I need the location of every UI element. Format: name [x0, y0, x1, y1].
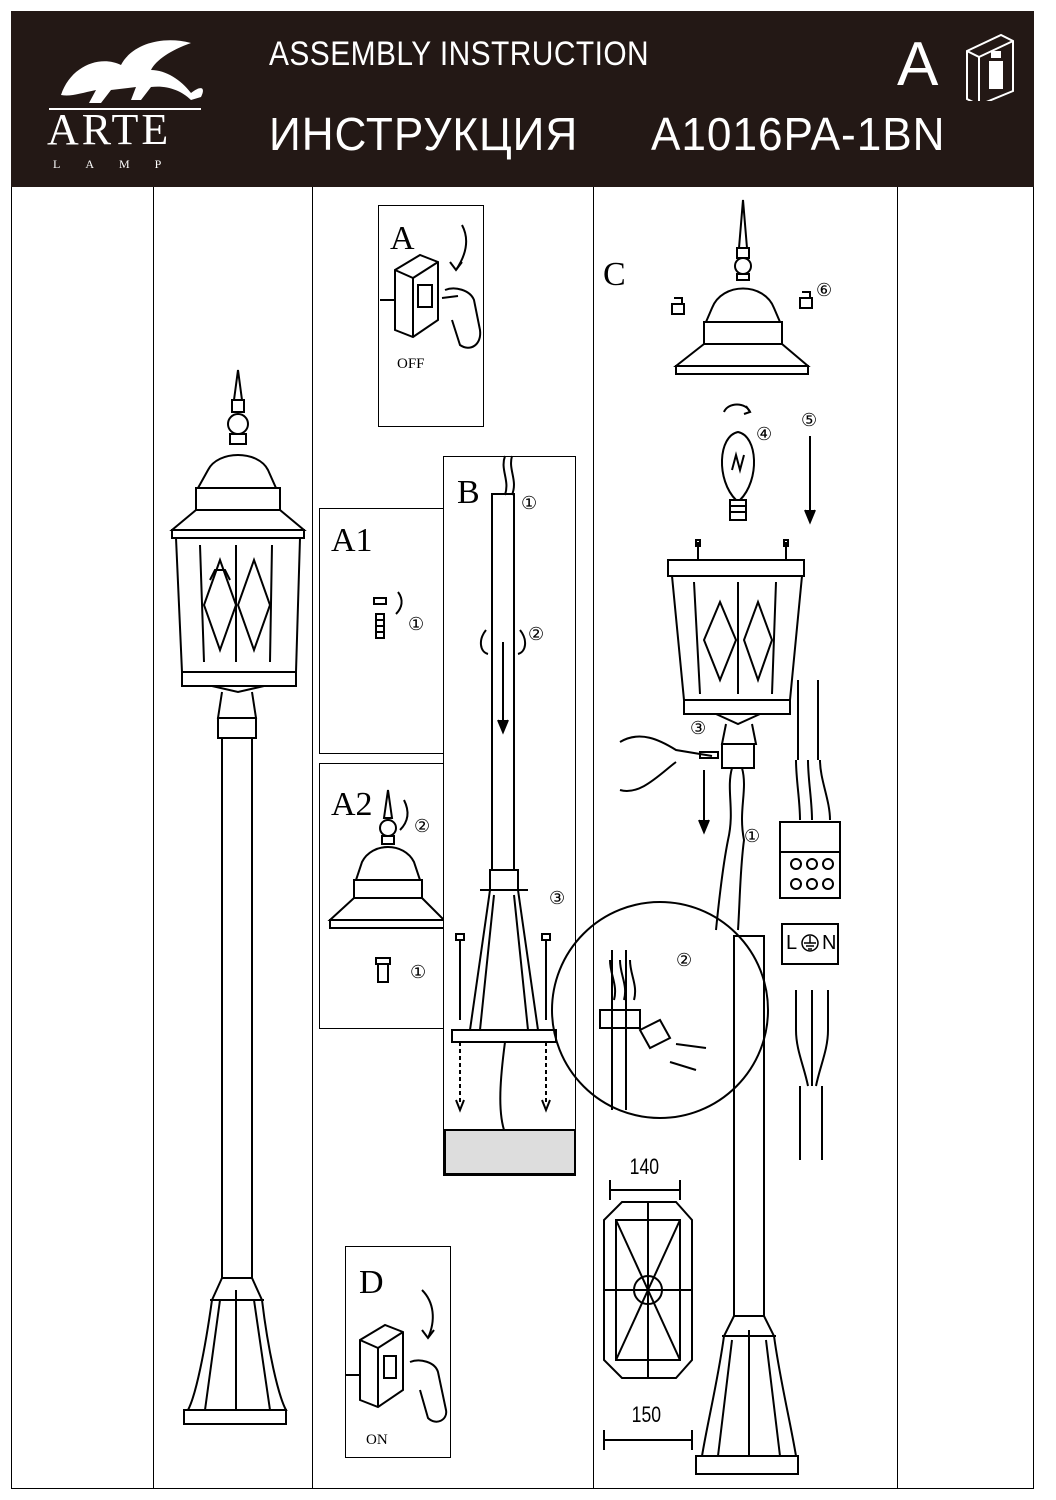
dimension-top: 140 — [629, 1154, 660, 1179]
step-c-part-2: ② — [676, 950, 693, 970]
section-letter: A — [897, 30, 939, 99]
step-d-label: D — [359, 1264, 384, 1301]
step-b-panel — [443, 456, 576, 1176]
model-number: A1016PA-1BN — [651, 108, 946, 160]
step-a2-part-1: ① — [410, 962, 427, 982]
column-divider — [593, 187, 594, 1489]
step-b-label: B — [457, 474, 480, 511]
terminal-l-label: L — [786, 932, 798, 954]
griffin-logo-icon — [49, 40, 203, 110]
step-c-part-3: ③ — [690, 718, 707, 738]
step-c-part-6: ⑥ — [816, 280, 833, 300]
brand-name: ARTE — [47, 105, 172, 154]
step-a1-label: A1 — [331, 522, 373, 559]
page-frame — [11, 187, 1034, 1489]
step-d-caption: ON — [366, 1432, 388, 1448]
dimension-bottom: 150 — [631, 1402, 662, 1427]
step-c-part-5: ⑤ — [801, 410, 818, 430]
title-russian: ИНСТРУКЦИЯ — [269, 108, 579, 160]
step-b-part-1: ① — [521, 493, 538, 513]
step-c-label: C — [603, 256, 626, 293]
step-d-panel — [345, 1246, 451, 1458]
step-b-part-2: ② — [528, 624, 545, 644]
step-c-part-4: ④ — [756, 424, 773, 444]
brand-sub: LAMP — [53, 157, 187, 171]
title-english: ASSEMBLY INSTRUCTION — [269, 35, 650, 73]
column-divider — [897, 187, 898, 1489]
step-a2-part-2: ② — [414, 816, 431, 836]
step-a2-label: A2 — [331, 786, 373, 823]
header-bar: ARTE LAMP ASSEMBLY INSTRUCTION ИНСТРУКЦИ… — [11, 11, 1034, 187]
step-a-caption: OFF — [397, 356, 425, 372]
terminal-n-label: N — [822, 932, 837, 954]
step-c-part-1: ① — [744, 826, 761, 846]
step-b-part-3: ③ — [549, 888, 566, 908]
step-a-label: A — [390, 220, 415, 257]
book-info-icon — [966, 33, 1014, 101]
column-divider — [153, 187, 154, 1489]
step-a1-part-1: ① — [408, 614, 425, 634]
column-divider — [312, 187, 313, 1489]
step-a2-panel — [319, 763, 445, 1029]
